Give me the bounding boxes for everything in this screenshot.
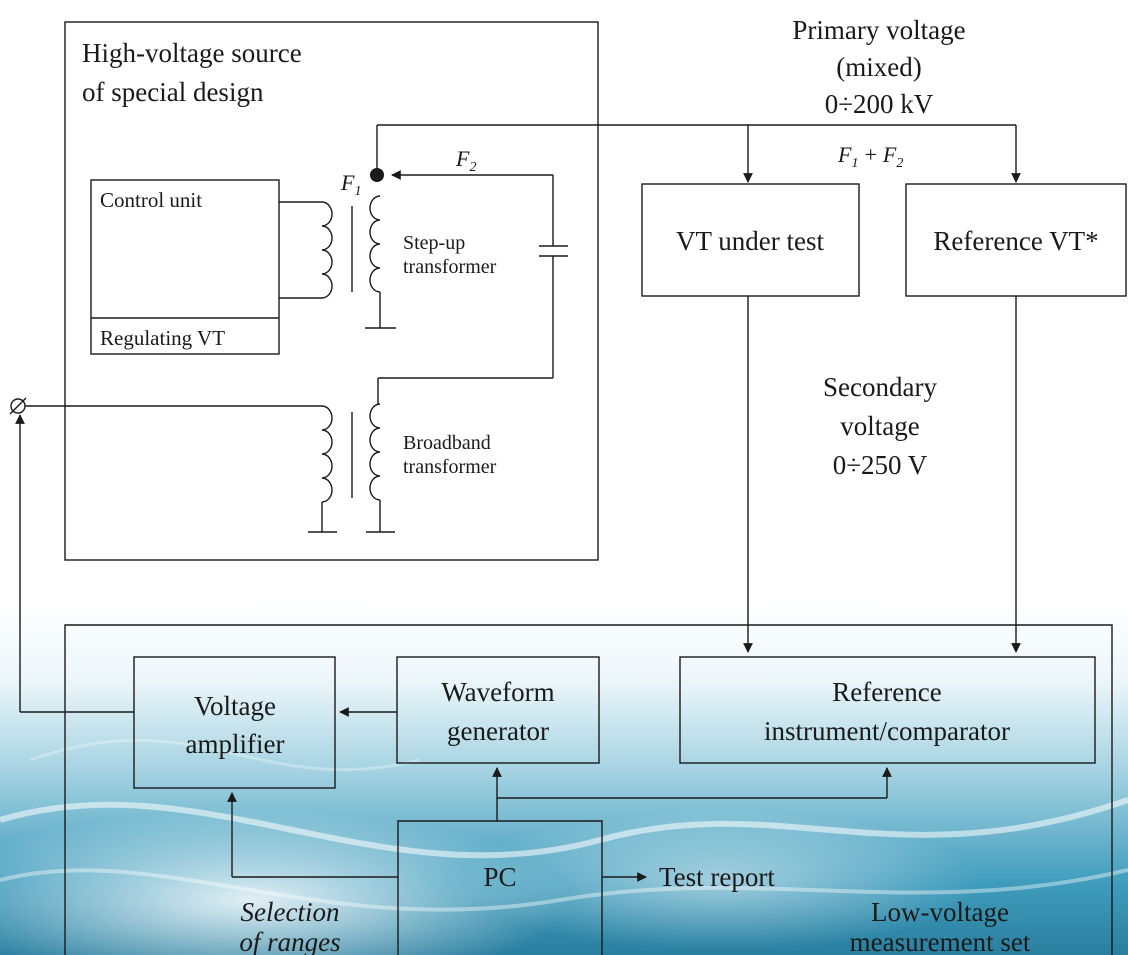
vt-under-test-label: VT under test (676, 226, 824, 256)
broadband-primary-coil (321, 405, 333, 503)
voltage-amplifier-box (133, 656, 336, 789)
broadband-secondary-coil (369, 403, 381, 501)
secondary-voltage-line3: 0÷250 V (833, 450, 928, 480)
regulating-vt-label: Regulating VT (100, 326, 225, 350)
secondary-voltage-line2: voltage (840, 411, 919, 441)
stepup-label-line2: transformer (403, 256, 497, 278)
control-unit-box (90, 179, 280, 355)
vt-under-test-box (641, 183, 860, 297)
broadband-label-line2: transformer (403, 456, 497, 478)
hv-source-title-line2: of special design (82, 77, 264, 107)
voltage-amplifier-line2: amplifier (186, 729, 285, 759)
stepup-secondary-coil (369, 195, 381, 293)
primary-voltage-line2: (mixed) (836, 52, 921, 82)
stepup-label-line1: Step-up (403, 232, 465, 254)
reference-instrument-line2: instrument/comparator (764, 716, 1010, 746)
secondary-voltage-line1: Secondary (823, 372, 937, 402)
primary-voltage-line1: Primary voltage (792, 15, 965, 45)
waveform-generator-line2: generator (447, 716, 549, 746)
input-terminal-icon (9, 397, 27, 415)
f2-label: F2 (455, 146, 476, 175)
hv-source-box (64, 21, 599, 561)
waveform-generator-box (396, 656, 600, 764)
background-decoration (0, 600, 1128, 955)
lines-layer (15, 21, 1127, 955)
control-unit-label: Control unit (100, 188, 202, 212)
f1-plus-f2-label: F1+F2 (837, 142, 903, 171)
set-label-line1: Low-voltage (871, 897, 1009, 927)
low-voltage-set-box (64, 624, 1113, 955)
hv-node-dot (370, 168, 384, 182)
waveform-generator-line1: Waveform (441, 677, 554, 707)
pc-label: PC (483, 862, 516, 892)
reference-instrument-box (679, 656, 1096, 764)
selection-line1: Selection (241, 897, 340, 927)
stepup-primary-coil (321, 201, 333, 299)
reference-vt-label: Reference VT* (933, 226, 1098, 256)
hv-source-title-line1: High-voltage source (82, 38, 302, 68)
primary-voltage-line3: 0÷200 kV (825, 89, 934, 119)
reference-instrument-line1: Reference (832, 677, 941, 707)
f1-label: F1 (340, 170, 361, 199)
set-label-line2: measurement set (850, 927, 1031, 955)
voltage-amplifier-line1: Voltage (194, 691, 276, 721)
selection-line2: of ranges (239, 927, 340, 955)
broadband-label-line1: Broadband (403, 432, 491, 454)
pc-box (397, 820, 603, 955)
test-report-label: Test report (659, 862, 775, 892)
